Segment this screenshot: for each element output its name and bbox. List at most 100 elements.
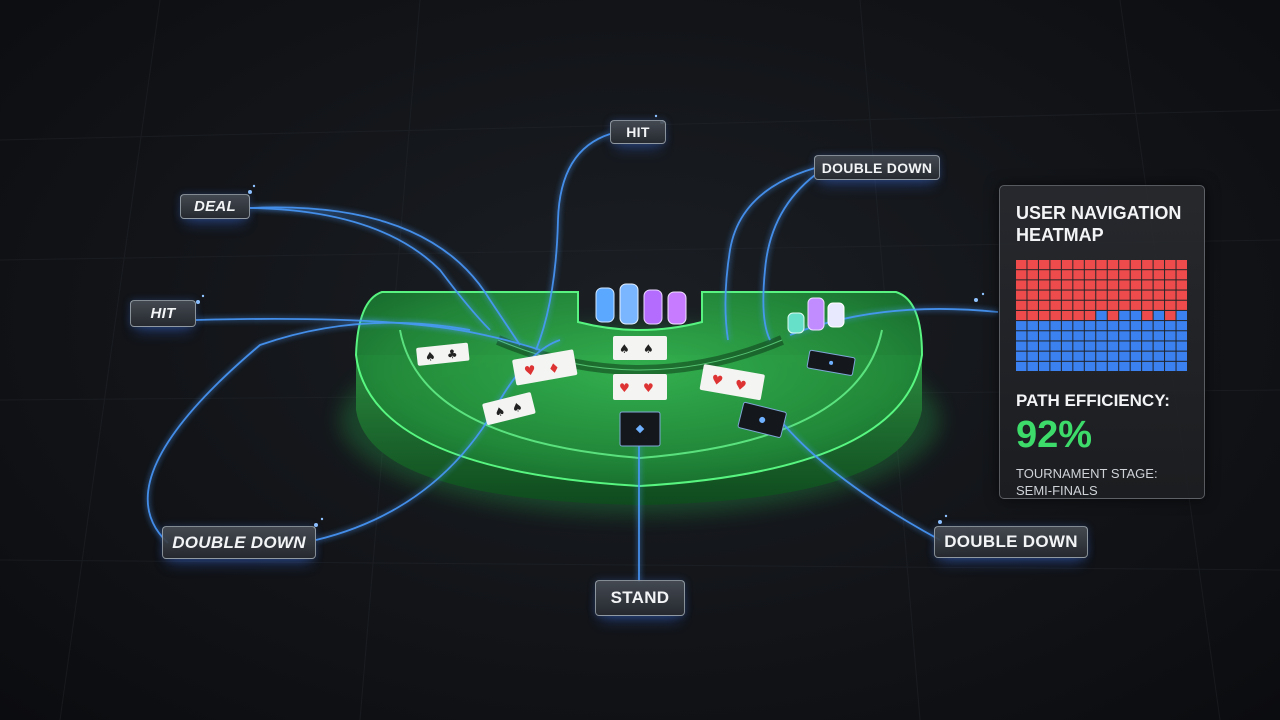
- heatmap-cell: [1142, 321, 1153, 331]
- heatmap-cell: [1016, 280, 1027, 290]
- double-down-label-top[interactable]: DOUBLE DOWN: [814, 155, 940, 180]
- heatmap-cell: [1142, 300, 1153, 310]
- heatmap-cell: [1119, 260, 1130, 270]
- heatmap-cell: [1050, 290, 1061, 300]
- heatmap-cell: [1153, 361, 1165, 371]
- heatmap-cell: [1027, 331, 1038, 341]
- heatmap-cell: [1050, 270, 1061, 280]
- heatmap-cell: [1084, 351, 1096, 361]
- card-center-1[interactable]: ♠ ♠: [613, 336, 667, 360]
- heatmap-cell: [1130, 341, 1142, 351]
- heatmap-cell: [1176, 321, 1187, 331]
- heatmap-cell: [1176, 351, 1187, 361]
- heatmap-cell: [1073, 280, 1084, 290]
- heatmap-cell: [1142, 341, 1153, 351]
- heatmap-cell: [1084, 280, 1096, 290]
- heatmap-cell: [1107, 300, 1119, 310]
- heatmap-cell: [1073, 321, 1084, 331]
- heatmap-cell: [1176, 280, 1187, 290]
- heatmap-cell: [1130, 300, 1142, 310]
- heatmap-cell: [1096, 280, 1107, 290]
- deal-label[interactable]: DEAL: [180, 194, 250, 219]
- heatmap-cell: [1096, 321, 1107, 331]
- heatmap-cell: [1119, 290, 1130, 300]
- card-facedown-3[interactable]: [619, 411, 661, 447]
- heatmap-cell: [1038, 270, 1050, 280]
- heatmap-cell: [1073, 351, 1084, 361]
- heatmap-cell: [1153, 321, 1165, 331]
- heatmap-cell: [1061, 310, 1073, 321]
- heatmap-cell: [1165, 310, 1176, 321]
- path-deal: [249, 206, 521, 346]
- heatmap-cell: [1119, 300, 1130, 310]
- heatmap-cell: [1050, 280, 1061, 290]
- heatmap-cell: [1096, 351, 1107, 361]
- heatmap-cell: [1027, 260, 1038, 270]
- heatmap-cell: [1027, 270, 1038, 280]
- card-facedown-1[interactable]: [806, 349, 856, 376]
- heatmap-cell: [1073, 331, 1084, 341]
- heatmap-cell: [1027, 280, 1038, 290]
- svg-text:♠: ♠: [424, 349, 436, 364]
- heatmap-cell: [1038, 300, 1050, 310]
- chip-stack-right: [787, 297, 845, 334]
- heatmap-cell: [1165, 270, 1176, 280]
- heatmap-cell: [1016, 290, 1027, 300]
- heatmap-cell: [1050, 310, 1061, 321]
- card-player-3[interactable]: ♠ ♠: [482, 392, 536, 425]
- heatmap-cell: [1107, 310, 1119, 321]
- stand-label[interactable]: STAND: [595, 580, 685, 616]
- card-player-1[interactable]: ♠ ♣: [416, 342, 470, 366]
- heatmap-cell: [1165, 280, 1176, 290]
- heatmap-cell: [1176, 341, 1187, 351]
- heatmap-cell: [1061, 351, 1073, 361]
- cards: ♠ ♣ ♥ ♦ ♠ ♠ ♠ ♠ ♥ ♥ ♥ ♥: [416, 336, 856, 447]
- heatmap-cell: [1165, 290, 1176, 300]
- double-down-label-left[interactable]: DOUBLE DOWN: [162, 526, 316, 559]
- heatmap-cell: [1153, 351, 1165, 361]
- table-inner-line: [399, 329, 883, 460]
- path-hit-top: [535, 133, 611, 351]
- heatmap-cell: [1119, 351, 1130, 361]
- heatmap-cell: [1016, 351, 1027, 361]
- heatmap-cell: [1061, 260, 1073, 270]
- double-down-label-right[interactable]: DOUBLE DOWN: [934, 526, 1088, 558]
- card-facedown-2[interactable]: [737, 401, 787, 438]
- heatmap-cell: [1073, 270, 1084, 280]
- heatmap-cell: [1061, 361, 1073, 371]
- card-player-2[interactable]: ♥ ♦: [512, 349, 578, 386]
- heatmap-cell: [1165, 351, 1176, 361]
- heatmap-cell: [1142, 280, 1153, 290]
- heatmap-cell: [1107, 351, 1119, 361]
- heatmap-cell: [1050, 321, 1061, 331]
- svg-text:♠: ♠: [619, 342, 630, 356]
- heatmap-cell: [1176, 361, 1187, 371]
- heatmap-cell: [1016, 321, 1027, 331]
- heatmap-cell: [1027, 321, 1038, 331]
- heatmap-cell: [1119, 310, 1130, 321]
- heatmap-cell: [1107, 280, 1119, 290]
- heatmap-cell: [1096, 290, 1107, 300]
- hit-label-left[interactable]: HIT: [130, 300, 196, 327]
- heatmap-cell: [1096, 361, 1107, 371]
- heatmap-cell: [1027, 290, 1038, 300]
- card-center-2[interactable]: ♥ ♥: [613, 374, 667, 400]
- heatmap-cell: [1119, 321, 1130, 331]
- heatmap-cell: [1073, 361, 1084, 371]
- heatmap-cell: [1142, 290, 1153, 300]
- heatmap-cell: [1027, 351, 1038, 361]
- heatmap-cell: [1153, 290, 1165, 300]
- heatmap-cell: [1176, 290, 1187, 300]
- svg-text:♠: ♠: [643, 342, 654, 356]
- heatmap-cell: [1084, 321, 1096, 331]
- navigation-heatmap-panel: USER NAVIGATION HEATMAP PATH EFFICIENCY:…: [999, 185, 1205, 499]
- heatmap-cell: [1107, 361, 1119, 371]
- card-player-5[interactable]: ♥ ♥: [699, 364, 765, 401]
- heatmap-cell: [1165, 321, 1176, 331]
- heatmap-cell: [1061, 341, 1073, 351]
- path-deal-2: [249, 207, 491, 331]
- heatmap-cell: [1130, 321, 1142, 331]
- hit-label-top[interactable]: HIT: [610, 120, 666, 144]
- heatmap-cell: [1038, 361, 1050, 371]
- heatmap-cell: [1050, 351, 1061, 361]
